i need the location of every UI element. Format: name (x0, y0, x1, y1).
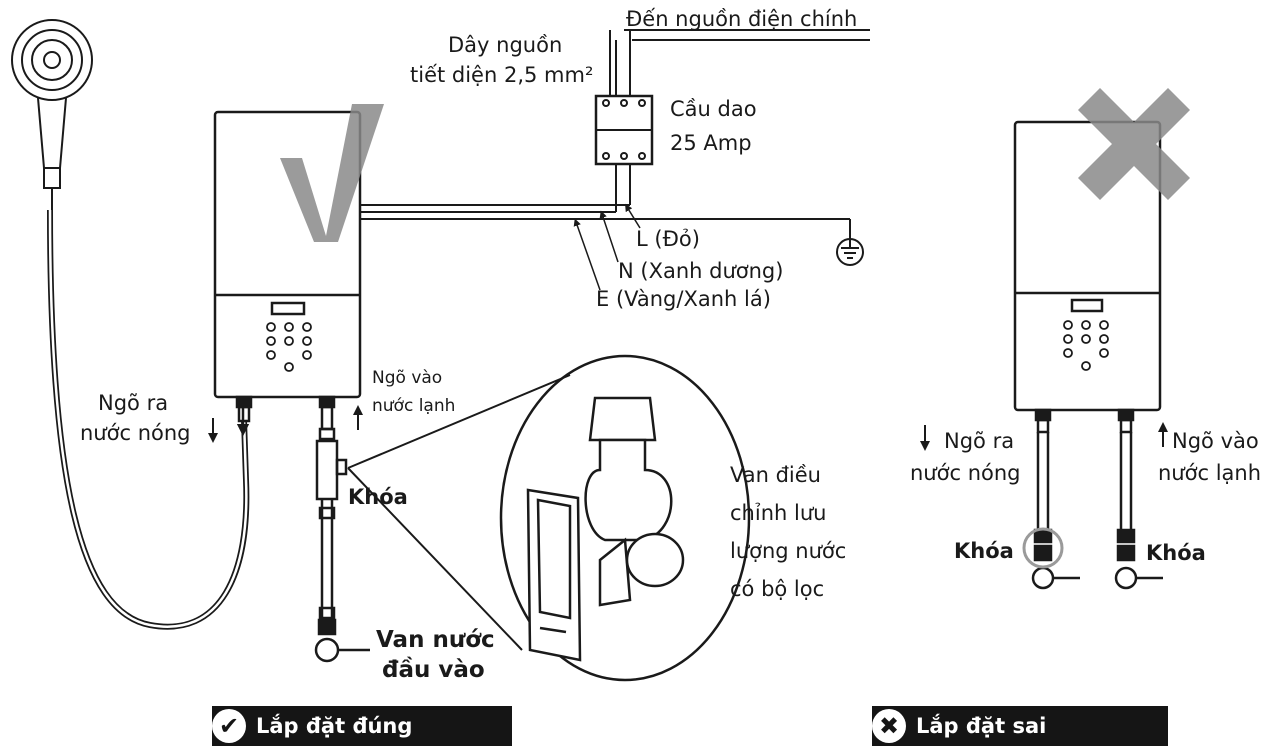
flow-valve-label-4: có bộ lọc (730, 577, 825, 601)
inlet-valve-label-1: Van nước (376, 627, 495, 653)
correct-install-text: Lắp đặt đúng (256, 714, 413, 738)
check-mark (280, 104, 384, 242)
flow-valve-label-3: lượng nước (730, 539, 847, 563)
hot-out-label-2: nước nóng (80, 421, 191, 445)
lock-label: Khóa (348, 485, 408, 509)
flow-valve-label-1: Van điều (730, 463, 821, 487)
wrong-hot-out-label-1: Ngõ ra (944, 429, 1015, 453)
inlet-valve-label-2: đầu vào (382, 657, 485, 683)
cold-in-label-1: Ngõ vào (372, 368, 443, 388)
water-heater-correct (213, 110, 362, 399)
flow-valve-illustration (526, 396, 685, 662)
wrong-lock-right-label: Khóa (1146, 541, 1206, 565)
flow-valve-label-2: chỉnh lưu (730, 501, 827, 525)
hot-out-label-1: Ngõ ra (98, 391, 169, 415)
zoom-callout (347, 354, 751, 682)
wire-l-label: L (Đỏ) (636, 227, 700, 251)
water-heater-wrong (1013, 120, 1162, 412)
power-cable-label-2: tiết diện 2,5 mm² (410, 63, 594, 87)
shower-head (11, 19, 93, 210)
power-cable-label-1: Dây nguồn (448, 33, 563, 57)
wrong-install-text: Lắp đặt sai (916, 714, 1047, 738)
correct-install-banner: ✔ Lắp đặt đúng (212, 706, 512, 746)
wrong-pipes (1022, 408, 1163, 590)
power-wiring (360, 29, 870, 291)
cold-inlet-pipe (314, 395, 370, 663)
shower-hose (47, 209, 250, 630)
breaker-label-1: Cầu dao (670, 97, 757, 121)
wrong-cold-in-label-2: nước lạnh (1158, 461, 1262, 485)
cold-in-label-2: nước lạnh (372, 396, 456, 416)
check-icon: ✔ (212, 709, 246, 743)
cross-mark (1078, 88, 1190, 200)
wrong-cold-in-label-1: Ngõ vào (1172, 429, 1259, 453)
wrong-install-banner: ✖ Lắp đặt sai (872, 706, 1168, 746)
wire-e-label: E (Vàng/Xanh lá) (596, 287, 771, 311)
main-power-label: Đến nguồn điện chính (626, 7, 858, 31)
cross-icon: ✖ (872, 709, 906, 743)
breaker-label-2: 25 Amp (670, 131, 752, 155)
wrong-hot-out-label-2: nước nóng (910, 461, 1021, 485)
wire-n-label: N (Xanh dương) (618, 259, 784, 283)
wrong-lock-left-label: Khóa (954, 539, 1014, 563)
